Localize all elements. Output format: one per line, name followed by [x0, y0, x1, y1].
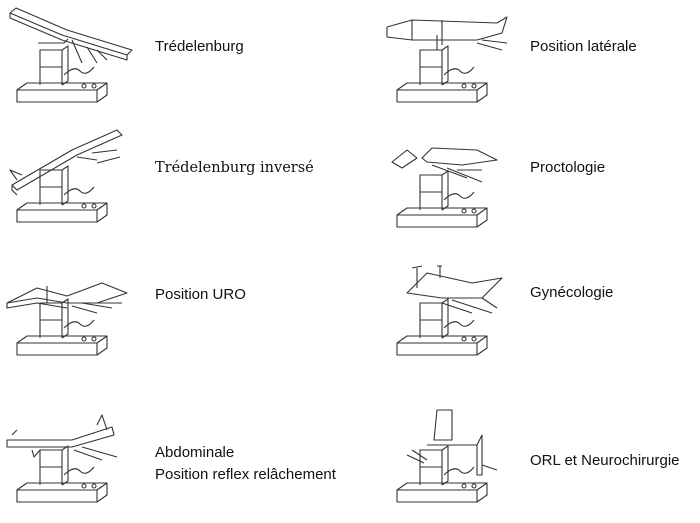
label-uro-position: Position URO: [155, 286, 246, 303]
label-ent-neurosurgery: ORL et Neurochirurgie: [530, 452, 680, 469]
abdominal-table-illustration: [2, 405, 137, 515]
ent-neurosurgery-table-illustration: [382, 405, 517, 515]
label-lateral-position: Position latérale: [530, 38, 637, 55]
uro-position-table-illustration: [2, 258, 137, 368]
label-trendelenburg: Trédelenburg: [155, 38, 244, 55]
lateral-position-table-illustration: [382, 5, 517, 115]
label-reverse-trendelenburg: Trédelenburg inversé: [155, 160, 314, 176]
trendelenburg-table-illustration: [2, 5, 137, 115]
gynecology-table-illustration: [382, 258, 517, 368]
label-proctology: Proctologie: [530, 159, 606, 176]
label-abdominal-line1: Abdominale: [155, 444, 235, 461]
proctology-table-illustration: [382, 130, 517, 240]
reverse-trendelenburg-table-illustration: [2, 125, 137, 235]
label-abdominal: Abdominale Position reflex relâchement: [155, 442, 336, 486]
label-gynecology: Gynécologie: [530, 284, 614, 301]
label-reflex-relaxation: Position reflex relâchement: [155, 466, 336, 483]
